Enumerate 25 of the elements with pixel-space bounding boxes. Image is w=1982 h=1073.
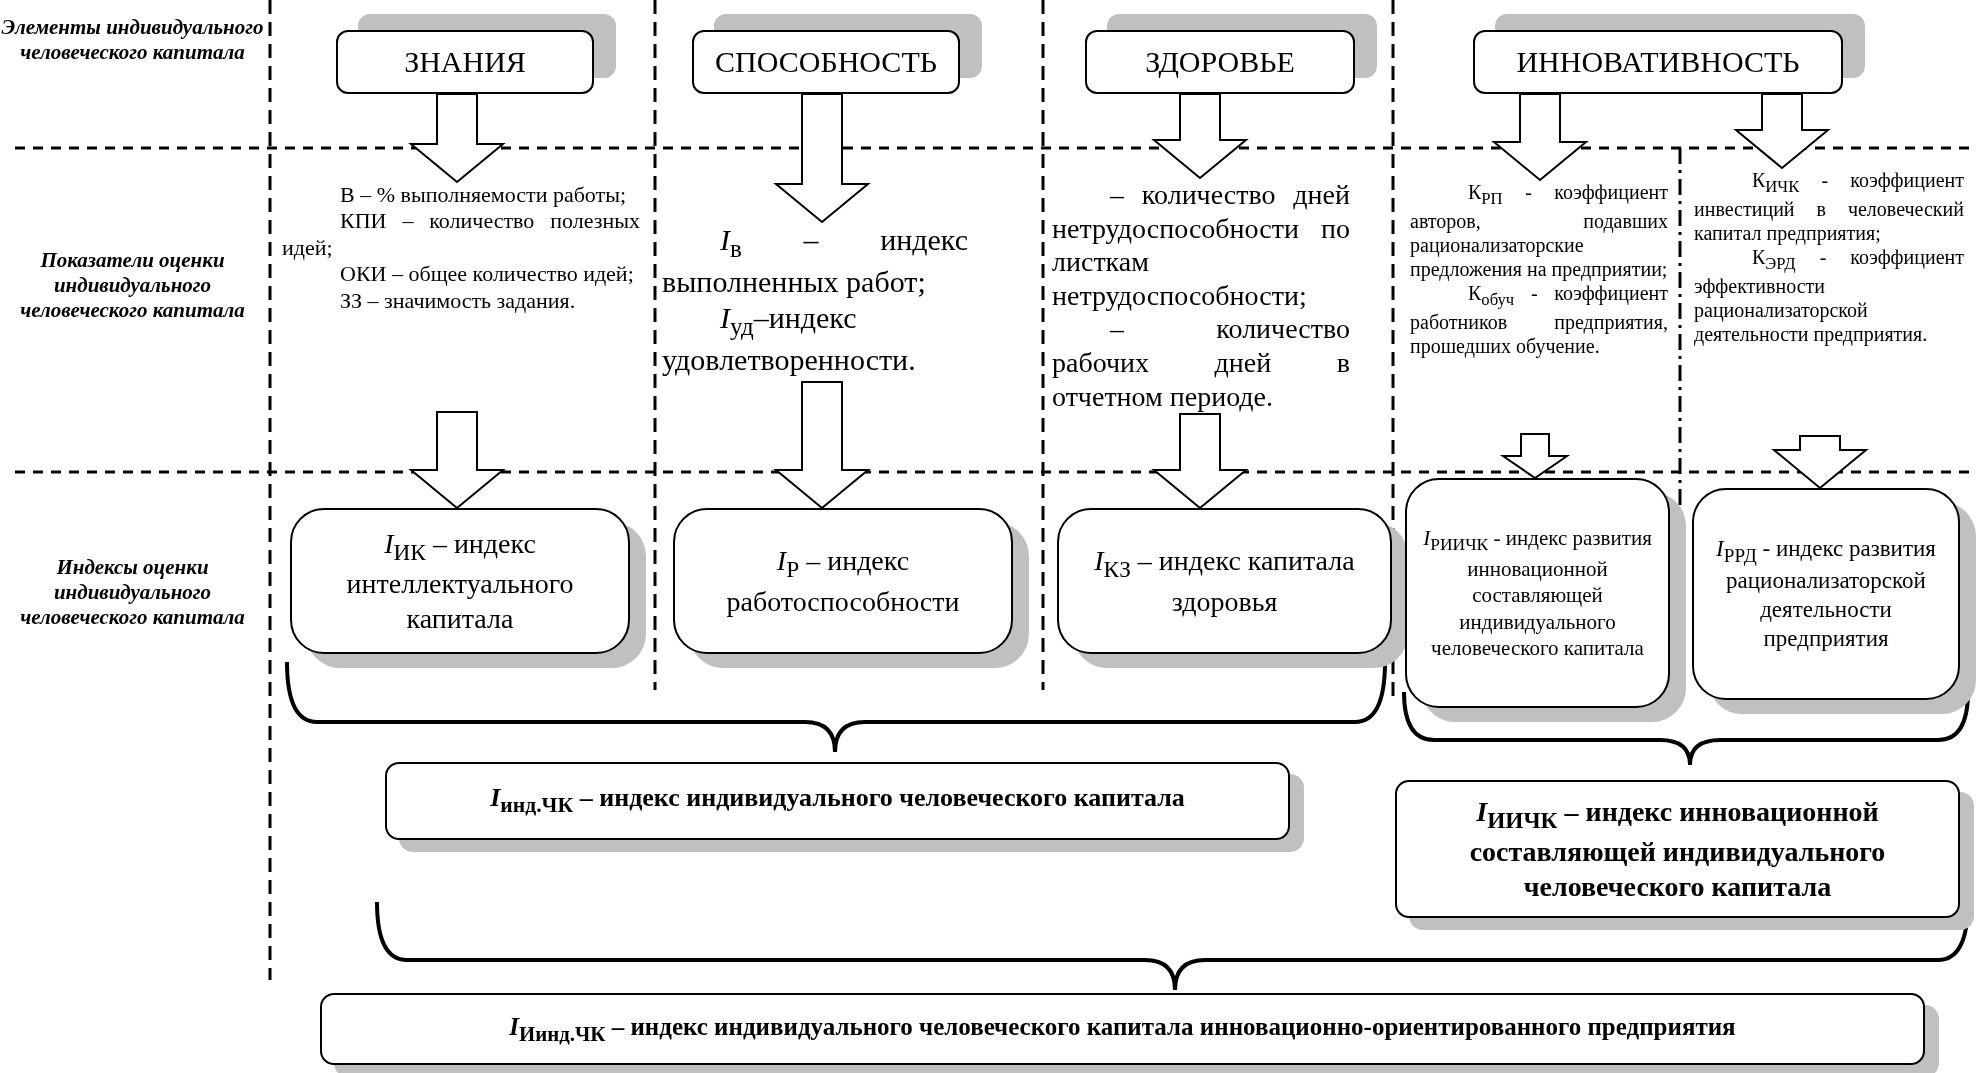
- indicator-text: К$_{обуч}$ - коэффициент работников предприятия, прошедших обучение.: [1410, 281, 1668, 358]
- block-arrow: [1733, 93, 1831, 170]
- indicator-text: К$_{ЭРД}$ - коэффициент эффективности рационализаторской деятельности предприятия.: [1694, 245, 1964, 346]
- block-arrow: [1771, 435, 1869, 490]
- block-arrow: [773, 93, 871, 224]
- block-arrow: [408, 411, 506, 510]
- indicator-text: КПИ – количество полезных идей;: [282, 208, 640, 262]
- row-heading: Показатели оценки индивидуального человеческого капитала: [19, 248, 246, 324]
- indicator-text: К$_{ИЧК}$ - коэффициент инвестиций в человеческий капитал предприятия;: [1694, 168, 1964, 245]
- indicator-text: I$_{уд}$–индекс удовлетворенности.: [662, 300, 917, 378]
- block-arrow: [1499, 433, 1571, 480]
- indicator-text: – количество рабочих дней в отчетном периоде.: [1052, 312, 1350, 414]
- row-heading: Элементы индивидуального человеческого капитала: [0, 15, 265, 66]
- block-arrow: [773, 381, 871, 510]
- indicator-text: – количество дней нетрудоспособности по листкам нетрудоспособности;: [1052, 178, 1350, 313]
- indicator-text: В – % выполняемости работы;: [339, 182, 628, 209]
- row-heading: Индексы оценки индивидуального человеческого капитала: [19, 555, 246, 631]
- block-arrow: [408, 93, 506, 184]
- block-arrow: [1151, 413, 1249, 510]
- indicator-text: ОКИ – общее количество идей;: [339, 261, 635, 288]
- indicator-text: ЗЗ – значимость задания.: [339, 287, 577, 314]
- indicator-text: К$_{РП}$ - коэффициент авторов, подавших рационализаторские предложения на предприятии;: [1410, 180, 1668, 281]
- indicator-text: I$_{в}$ – индекс выполненных работ;: [662, 222, 968, 300]
- block-arrow: [1151, 93, 1249, 180]
- block-arrow: [1491, 93, 1589, 182]
